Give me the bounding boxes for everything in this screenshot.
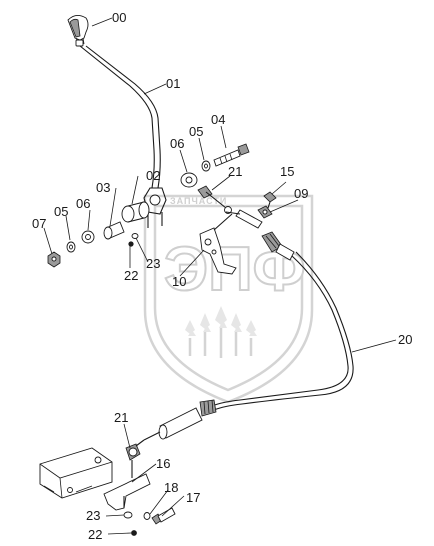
part-17-bolt: [151, 507, 176, 525]
part-23-washer-lower: [123, 511, 133, 519]
callout-20: 20: [398, 332, 412, 347]
part-04-bolt: [213, 143, 250, 167]
part-07-nut-left: [47, 251, 61, 268]
part-05-washer-right: [201, 160, 211, 172]
callout-15: 15: [280, 164, 294, 179]
watermark-shield: ЗАПЧАСТИ ЭПФ: [143, 194, 314, 404]
callout-16: 16: [156, 456, 170, 471]
callout-01: 01: [166, 76, 180, 91]
callout-23-upper: 23: [146, 256, 160, 271]
part-06-washer-left: [81, 230, 95, 244]
part-22-pin-lower: [131, 530, 137, 536]
callout-09: 09: [294, 186, 308, 201]
part-10-bracket: [199, 213, 237, 275]
callout-17: 17: [186, 490, 200, 505]
watermark-banner: ЗАПЧАСТИ: [170, 196, 227, 206]
part-02-bushing: [121, 201, 150, 223]
callout-22-lower: 22: [88, 527, 102, 542]
part-00-knob: [67, 15, 89, 47]
callout-18: 18: [164, 480, 178, 495]
part-03-sleeve: [103, 221, 125, 240]
callout-23-lower: 23: [86, 508, 100, 523]
part-18-washer: [143, 512, 151, 520]
part-21-ball-joint-lower: [125, 439, 145, 478]
transmission-housing: [39, 447, 113, 499]
callout-21-upper: 21: [228, 164, 242, 179]
part-22-pin-upper: [128, 241, 134, 247]
watermark-wheat-icon: [185, 306, 257, 358]
cable-mount-upper: [225, 209, 263, 229]
callout-07: 07: [32, 216, 46, 231]
leader-lines: [43, 17, 397, 535]
part-23-washer-upper: [131, 233, 139, 239]
part-01-lever: [79, 45, 167, 228]
part-20-cable: [143, 231, 354, 441]
callout-04: 04: [211, 112, 225, 127]
part-06-washer-right: [180, 172, 198, 188]
callout-05-right: 05: [189, 124, 203, 139]
callout-03: 03: [96, 180, 110, 195]
callout-21-lower: 21: [114, 410, 128, 425]
callout-00: 00: [112, 10, 126, 25]
callout-06-right: 06: [170, 136, 184, 151]
callout-10: 10: [172, 274, 186, 289]
part-05-washer-left: [66, 241, 76, 253]
callout-06-left: 06: [76, 196, 90, 211]
callout-05-left: 05: [54, 204, 68, 219]
part-16-bracket: [103, 473, 151, 511]
part-09-nut: [257, 205, 273, 219]
callout-02: 02: [146, 168, 160, 183]
callout-22-upper: 22: [124, 268, 138, 283]
callout-labels: 00 01 02 03 04 05 06 06 05 07 21 15 09 1…: [32, 10, 412, 542]
